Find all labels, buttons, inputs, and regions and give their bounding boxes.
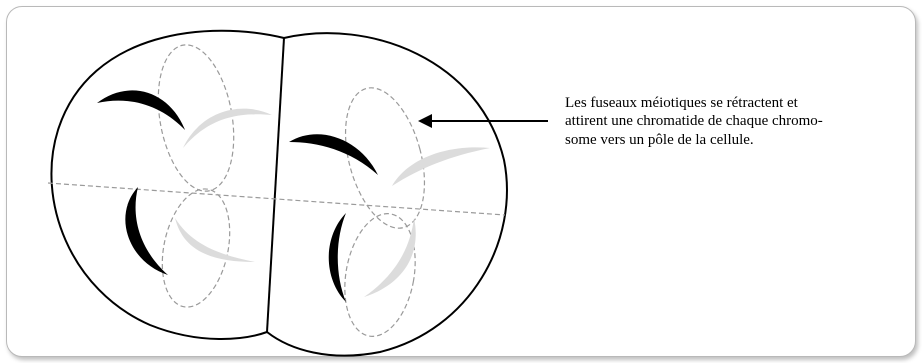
chromatid-dark-left-upper xyxy=(97,90,185,130)
chromatid-dark-left-lower xyxy=(125,187,168,275)
left-cell-membrane xyxy=(50,29,285,340)
chromatid-light-left-lower xyxy=(175,218,255,262)
caption-line: attirent une chromatide de chaque chromo… xyxy=(565,113,823,130)
chromatid-light-right-upper xyxy=(392,147,490,186)
chromatid-dark-right-lower xyxy=(328,213,346,302)
chromatid-light-left-upper xyxy=(183,108,272,148)
spindle-group xyxy=(157,44,426,337)
chromatid-light-right-lower xyxy=(364,218,416,297)
diagram-caption: Les fuseaux méiotiques se rétractent et … xyxy=(565,94,890,149)
caption-line: some vers un pôle de la cellule. xyxy=(565,131,754,148)
spindle-left-upper xyxy=(157,44,235,192)
equatorial-plane-line xyxy=(47,182,506,216)
spindle-right-upper xyxy=(344,87,426,229)
spindle-left-lower xyxy=(161,188,231,308)
right-cell-membrane xyxy=(266,32,508,357)
chromatid-dark-right-upper xyxy=(289,134,378,175)
pointer-arrow-head xyxy=(418,114,432,128)
caption-line: Les fuseaux méiotiques se rétractent et xyxy=(565,95,798,111)
figure-frame xyxy=(6,6,916,357)
cleavage-furrow xyxy=(266,37,285,333)
spindle-right-lower xyxy=(344,213,416,337)
